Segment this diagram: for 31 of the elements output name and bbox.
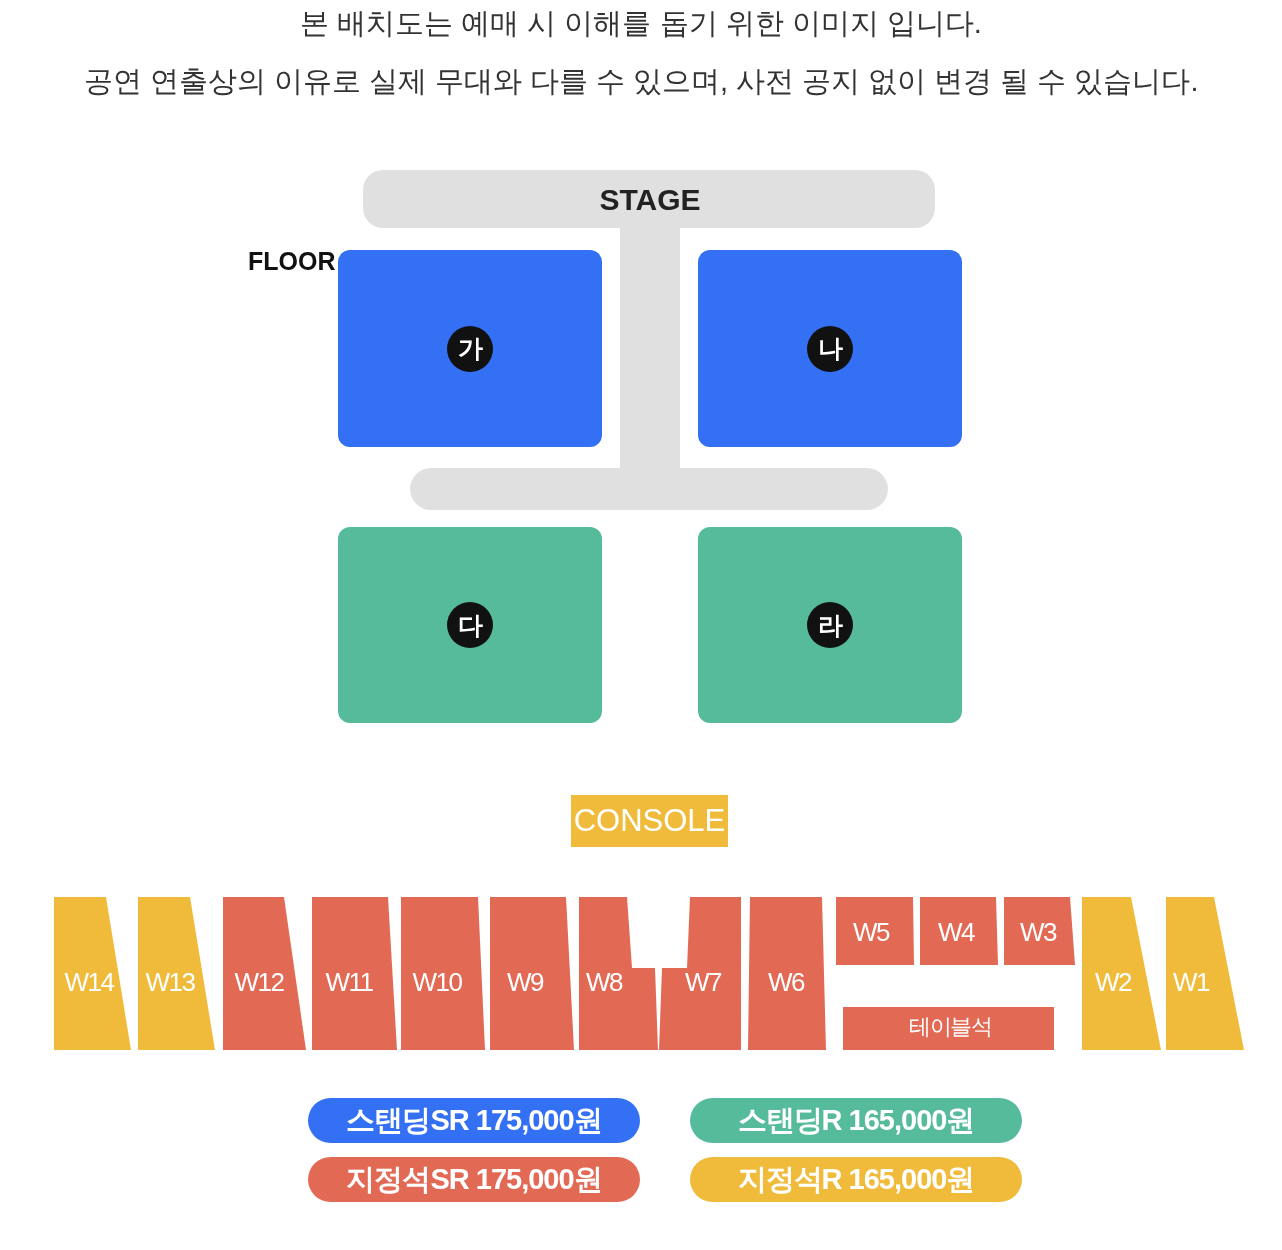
price-badge: 스탠딩R 165,000원 bbox=[690, 1098, 1022, 1143]
seat-section: W2 bbox=[1082, 897, 1161, 1050]
block-letter: 나 bbox=[807, 325, 853, 372]
block-letter: 가 bbox=[447, 325, 493, 372]
seat-section: W9 bbox=[490, 897, 574, 1050]
seat-section: W13 bbox=[138, 897, 215, 1050]
block-letter: 라 bbox=[807, 602, 853, 648]
block-letter: 다 bbox=[447, 602, 493, 648]
seat-section: W1 bbox=[1166, 897, 1244, 1050]
seat-section: W8 bbox=[579, 897, 658, 1050]
seat-section: W4 bbox=[920, 897, 998, 965]
standing-block bbox=[698, 250, 962, 447]
seat-section: W3 bbox=[1004, 897, 1075, 965]
seat-section: W7 bbox=[659, 897, 741, 1050]
seat-section: 테이블석 bbox=[843, 1007, 1054, 1050]
seat-section: W10 bbox=[401, 897, 485, 1050]
seat-section: W11 bbox=[312, 897, 397, 1050]
console-box: CONSOLE bbox=[571, 795, 728, 847]
standing-block bbox=[698, 527, 962, 723]
notice-text: 본 배치도는 예매 시 이해를 돕기 위한 이미지 입니다. bbox=[299, 6, 983, 41]
price-badge: 스탠딩SR 175,000원 bbox=[308, 1098, 640, 1143]
seat-section: W6 bbox=[748, 897, 826, 1050]
seat-section: W5 bbox=[836, 897, 914, 965]
floor-label: FLOOR bbox=[248, 247, 336, 276]
price-badge: 지정석SR 175,000원 bbox=[308, 1157, 640, 1202]
price-badge: 지정석R 165,000원 bbox=[690, 1157, 1022, 1202]
seat-section: W14 bbox=[54, 897, 131, 1050]
seat-section: W12 bbox=[223, 897, 306, 1050]
standing-block bbox=[338, 250, 602, 447]
notice-text: 공연 연출상의 이유로 실제 무대와 다를 수 있으며, 사전 공지 없이 변경 될 수 있습니다. bbox=[82, 64, 1200, 99]
standing-block bbox=[338, 527, 602, 723]
